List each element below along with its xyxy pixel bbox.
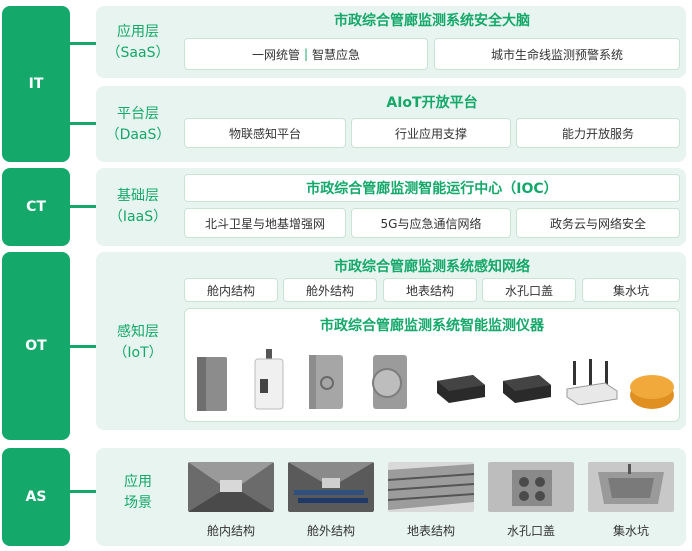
daas-box-iot-platform: 物联感知平台 xyxy=(184,118,346,148)
iaas-box-5g: 5G与应急通信网络 xyxy=(351,208,511,238)
saas-box-governance: 一网统管|智慧应急 xyxy=(184,38,428,70)
iaas-title-box: 市政综合管廊监测智能运行中心（IOC） xyxy=(184,174,680,202)
scene-caption-2: 地表结构 xyxy=(406,524,455,538)
white-sensor-icon xyxy=(254,349,284,410)
scene-photo-sump xyxy=(588,462,674,512)
daas-box-industry-support: 行业应用支撑 xyxy=(351,118,511,148)
router-icon xyxy=(566,359,618,405)
connector-daas xyxy=(70,122,96,125)
iaas-box-beidou: 北斗卫星与地基增强网 xyxy=(184,208,346,238)
iaas-title: 市政综合管廊监测智能运行中心（IOC） xyxy=(306,181,558,197)
black-gateway-icon xyxy=(503,375,551,403)
daas-panel: 平台层（DaaS） AIoT开放平台 物联感知平台 行业应用支撑 能力开放服务 xyxy=(96,86,686,162)
grey-box-sensor-icon xyxy=(197,357,227,411)
saas-panel: 应用层（SaaS） 市政综合管廊监测系统安全大脑 一网统管|智慧应急 城市生命线… xyxy=(96,6,686,78)
side-label-ot: OT xyxy=(2,252,70,440)
iot-title: 市政综合管廊监测系统感知网络 xyxy=(334,259,530,275)
saas-layer-label: 应用层（SaaS） xyxy=(106,24,170,61)
iot-panel: 感知层（IoT） 市政综合管廊监测系统感知网络 舱内结构 舱外结构 地表结构 水… xyxy=(96,252,686,430)
device-title: 市政综合管廊监测系统智能监测仪器 xyxy=(320,318,544,334)
scene-photo-cabin-inside xyxy=(188,462,274,512)
iaas-box-cloud: 政务云与网络安全 xyxy=(516,208,680,238)
connector-scenes xyxy=(70,490,96,493)
daas-title: AIoT开放平台 xyxy=(386,95,478,111)
round-sensor-icon xyxy=(372,355,407,409)
iaas-layer-label: 基础层（IaaS） xyxy=(108,188,168,225)
scene-caption-3: 水孔口盖 xyxy=(506,524,555,538)
iot-box-0: 舱内结构 xyxy=(184,278,278,302)
scene-caption-0: 舱内结构 xyxy=(206,524,255,538)
device-panel: 市政综合管廊监测系统智能监测仪器 xyxy=(184,308,680,422)
saas-title: 市政综合管廊监测系统安全大脑 xyxy=(334,13,530,29)
iot-box-2: 地表结构 xyxy=(383,278,477,302)
side-label-as: AS xyxy=(2,448,70,546)
scene-photo-surface xyxy=(388,462,474,512)
connector-saas xyxy=(70,42,96,45)
iot-box-3: 水孔口盖 xyxy=(482,278,576,302)
scene-photo-cabin-outside xyxy=(288,462,374,512)
iot-box-1: 舱外结构 xyxy=(283,278,377,302)
side-label-it: IT xyxy=(2,6,70,162)
side-label-ct: CT xyxy=(2,168,70,246)
orange-disc-sensor-icon xyxy=(630,375,674,409)
daas-box-open-services: 能力开放服务 xyxy=(516,118,680,148)
scene-photo-manhole xyxy=(488,462,574,512)
connector-iot xyxy=(70,345,96,348)
scenes-label: 应用场景 xyxy=(124,474,152,511)
grey-panel-sensor-icon xyxy=(309,355,343,409)
scene-caption-4: 集水坑 xyxy=(612,524,649,538)
black-gateway-icon xyxy=(437,375,485,403)
connector-iaas xyxy=(70,205,96,208)
scene-caption-1: 舱外结构 xyxy=(306,524,355,538)
iaas-panel: 基础层（IaaS） 市政综合管廊监测智能运行中心（IOC） 北斗卫星与地基增强网… xyxy=(96,168,686,246)
iot-layer-label: 感知层（IoT） xyxy=(113,324,163,361)
iot-box-4: 集水坑 xyxy=(582,278,680,302)
saas-box-lifeline: 城市生命线监测预警系统 xyxy=(434,38,680,70)
daas-layer-label: 平台层（DaaS） xyxy=(105,106,171,143)
